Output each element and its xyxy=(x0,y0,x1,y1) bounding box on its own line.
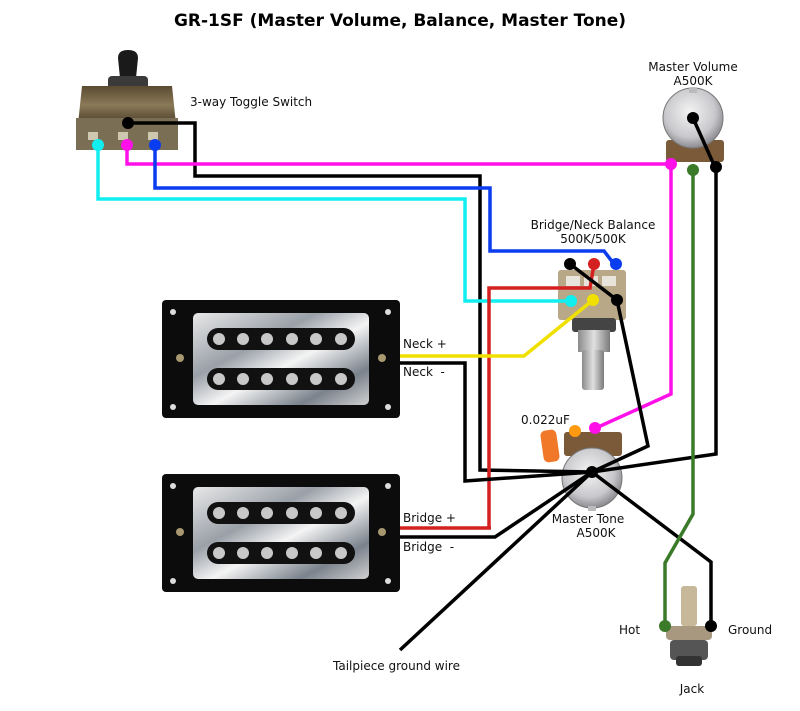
dot-volume-magenta xyxy=(665,158,677,170)
dot-jack-hot xyxy=(659,620,671,632)
wire-balance-ground xyxy=(568,262,651,474)
master-volume-label-2: A500K xyxy=(674,74,714,88)
wire-tailpiece xyxy=(398,470,594,652)
jack-hot-label: Hot xyxy=(619,623,640,637)
wires xyxy=(96,117,718,652)
wire-bridge-minus xyxy=(400,470,593,539)
dot-cap-orange xyxy=(569,425,581,437)
dot-balance-red xyxy=(588,258,600,270)
wire-jack-hot xyxy=(663,170,695,626)
dot-volume-wiper xyxy=(687,112,699,124)
wire-toggle-common xyxy=(128,121,593,474)
balance-pot-label-2: 500K/500K xyxy=(560,232,627,246)
bridge-minus-label: Bridge - xyxy=(403,540,454,554)
bridge-pickup xyxy=(162,474,400,592)
solder-points xyxy=(92,112,722,632)
wire-cyan xyxy=(96,145,571,303)
dot-balance-cyan xyxy=(565,295,577,307)
balance-pot xyxy=(558,270,626,390)
dot-toggle-magenta xyxy=(121,139,133,151)
capacitor-label: 0.022uF xyxy=(521,413,570,427)
output-jack xyxy=(666,586,712,666)
wire-blue xyxy=(153,145,616,266)
bridge-plus-label: Bridge + xyxy=(403,511,456,525)
wire-magenta-volume-tone xyxy=(595,162,673,430)
neck-minus-label: Neck - xyxy=(403,365,445,379)
dot-volume-green xyxy=(687,164,699,176)
neck-plus-label: Neck + xyxy=(403,337,447,351)
dot-balance-yellow xyxy=(587,294,599,306)
tailpiece-label: Tailpiece ground wire xyxy=(332,659,460,673)
toggle-switch xyxy=(76,50,178,150)
wire-volume-ground xyxy=(591,167,718,474)
wire-magenta-toggle-volume xyxy=(125,145,671,166)
diagram-title: GR-1SF (Master Volume, Balance, Master T… xyxy=(174,11,626,31)
dot-toggle-common xyxy=(122,117,134,129)
dot-tone-ground xyxy=(586,466,598,478)
capacitor xyxy=(540,429,560,463)
dot-volume-black xyxy=(710,161,722,173)
toggle-switch-label: 3-way Toggle Switch xyxy=(190,95,312,109)
dot-toggle-blue xyxy=(149,139,161,151)
dot-jack-ground xyxy=(705,620,717,632)
master-tone-label-1: Master Tone xyxy=(552,512,624,526)
dot-toggle-cyan xyxy=(92,139,104,151)
wire-yellow xyxy=(400,298,595,358)
jack-label: Jack xyxy=(679,682,704,696)
wire-jack-ground xyxy=(590,470,713,626)
wire-neck-minus xyxy=(400,361,593,483)
master-volume-label-1: Master Volume xyxy=(648,60,737,74)
balance-pot-label-1: Bridge/Neck Balance xyxy=(531,218,656,232)
jack-ground-label: Ground xyxy=(728,623,772,637)
dot-tone-magenta xyxy=(589,422,601,434)
wire-red xyxy=(487,263,596,528)
wire-volume-wiper-link xyxy=(691,117,716,166)
master-tone-label-2: A500K xyxy=(577,526,617,540)
dot-balance-black-bottom xyxy=(611,294,623,306)
neck-pickup xyxy=(162,300,400,418)
dot-balance-blue xyxy=(610,258,622,270)
master-volume-pot xyxy=(662,87,724,162)
dot-balance-black-top xyxy=(564,258,576,270)
